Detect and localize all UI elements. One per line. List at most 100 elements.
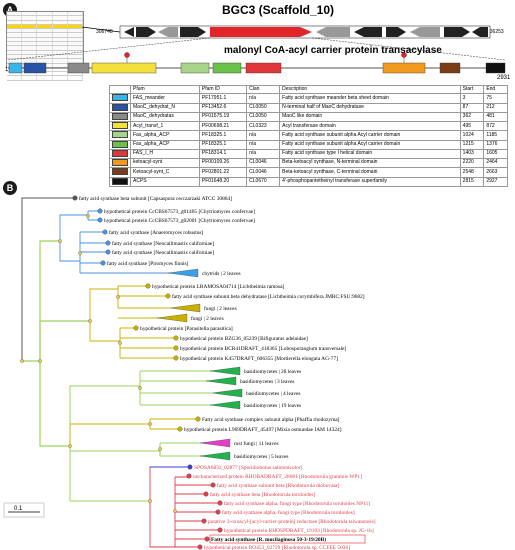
internal-node [118, 341, 122, 345]
tree-leaf-label: hypothetical protein L969DRAFT_45497 [Mi… [184, 427, 342, 433]
zoom-line-right [311, 37, 506, 61]
pfam-end: 872 [483, 121, 508, 132]
collapsed-clade-triangle [199, 438, 231, 448]
internal-node [86, 214, 90, 218]
leaf-node [187, 464, 193, 470]
leaf-node [204, 536, 210, 542]
col-start: Start [459, 84, 485, 95]
pfam-clan: CL0050 [246, 111, 281, 123]
tree-branch [69, 418, 198, 446]
domain-acps [485, 62, 506, 74]
internal-node [116, 295, 120, 299]
tree-branch [21, 197, 75, 361]
col-pfam-id: Pfam ID [198, 84, 248, 95]
domain-color-swatch [109, 130, 131, 141]
internal-node [138, 386, 142, 390]
gene-arrow [410, 27, 440, 37]
tree-leaf-label: fatty acid synthase [Neocallimastix cali… [112, 249, 214, 256]
domain-color-swatch [109, 121, 131, 132]
domain-color-swatch [109, 102, 131, 113]
tree-branch [69, 442, 205, 457]
leaf-node [105, 240, 111, 246]
domain-fas-meander [8, 62, 23, 74]
leaf-node [102, 229, 108, 235]
active-site-pin [401, 52, 407, 58]
cluster-right-coordinate: 336253 [487, 29, 504, 35]
tree-leaf-label: hypothetical protein CcCBS67573_g02001 [… [104, 217, 255, 224]
tree-leaf-label: fatty acid synthase [Neocallimastix cali… [112, 240, 214, 247]
tree-branch [89, 285, 170, 321]
col-clan: Clan [246, 84, 281, 95]
gene-arrow [316, 27, 350, 37]
col-pfam: Pfam [130, 84, 200, 95]
leaf-node [173, 355, 179, 361]
tree-leaf-label: fatty acid synthase beta subunit [Capsas… [79, 195, 232, 202]
tree-leaf-label: fatty acid synthase [Anaeromyces robustu… [109, 229, 204, 236]
collapsed-clade-triangle [209, 366, 241, 376]
domain-color-swatch [109, 93, 131, 104]
tree-leaf-label: hypothetical protein BZG36_05239 [Bifigu… [180, 335, 308, 342]
tree-leaf-label: fatty acid synthase alpha, fungi type [R… [222, 509, 355, 516]
leaf-node [217, 527, 223, 533]
tree-leaf-label: fatty acid synthase alpha, fungi type [R… [224, 500, 370, 507]
pfam-start: 2220 [459, 158, 485, 169]
internal-node [38, 359, 42, 363]
domain-color-swatch [109, 167, 131, 178]
leaf-node [97, 208, 103, 214]
internal-node [20, 359, 24, 363]
collapsed-clade-triangle [169, 303, 201, 313]
leaf-node [217, 500, 223, 506]
pfam-id: PF18314.1 [198, 148, 248, 160]
internal-node [68, 444, 72, 448]
leaf-node [105, 249, 111, 255]
tree-leaf-label: hypothetical protein [Parasitella parasi… [140, 326, 233, 332]
pfam-id: PF00109.26 [198, 158, 248, 169]
internal-node [158, 447, 162, 451]
tree-leaf-label: hypothetical protein RHOSPDRAFT_19103 [R… [224, 528, 374, 534]
domain-start-coordinate: 1 [5, 67, 9, 73]
tree-branch [69, 446, 150, 502]
domain-color-swatch [109, 139, 131, 150]
tree-leaf-label: chytrids | 2 leaves [202, 271, 241, 277]
internal-node [148, 422, 152, 426]
leaf-node [133, 325, 139, 331]
leaf-node [203, 491, 209, 497]
pfam-name: Fas_alpha_ACP [130, 139, 200, 150]
internal-node [88, 319, 92, 323]
pfam-start: 1215 [459, 139, 485, 150]
active-site-pin [124, 52, 130, 58]
pfam-clan: n/a [246, 139, 281, 150]
pfam-id: PF13452.6 [198, 102, 248, 113]
gene-arrows [124, 27, 488, 37]
pfam-description: MaoC like domain [279, 111, 461, 123]
gene-arrow [444, 27, 470, 37]
pfam-start: 362 [459, 111, 485, 123]
leaf-node [197, 544, 203, 550]
tree-leaf-label: putative 3-oxoacyl-[acyl-carrier-protein… [208, 519, 376, 525]
tree-leaf-label: basidiomycetes | 4 leaves [246, 391, 301, 397]
leaf-node [195, 416, 201, 422]
pfam-description: Beta-ketoacyl synthase, C-terminal domai… [279, 167, 461, 178]
pfam-end: 1605 [483, 148, 508, 160]
internal-node [173, 509, 177, 513]
pfam-clan: n/a [246, 130, 281, 141]
thumbnail-connector [81, 26, 121, 33]
domain-end-coordinate: 2931 [497, 75, 511, 81]
enzyme-title: malonyl CoA-acyl carrier protein transac… [224, 45, 442, 56]
leaf-node [177, 426, 183, 432]
pfam-id: PF17951.1 [198, 93, 248, 104]
tree-leaf-label: rust fungi | 11 leaves [234, 440, 279, 447]
domain-fas-i-h [245, 62, 282, 74]
tree-leaf-label: hypothetical protein CcCBS67573_g01405 [… [104, 208, 255, 215]
domain-fas-alpha-acp-1 [180, 62, 210, 74]
tree-leaf-label: fatty acid synthase beta [Rhodotorula to… [210, 491, 315, 498]
pfam-clan: CL0670 [246, 176, 281, 187]
tree-leaf-label: fatty acid synthase [Piromyces finnis] [107, 260, 189, 267]
tree-leaf-label: fatty acid synthase subunit beta dehydra… [172, 293, 365, 300]
domain-maoc-dehydratas [67, 62, 90, 74]
tree-leaf-label: SPOSA6832_02877 [Sporidiobolus salmonico… [194, 465, 303, 471]
pfam-name: Fas_alpha_ACP [130, 130, 200, 141]
